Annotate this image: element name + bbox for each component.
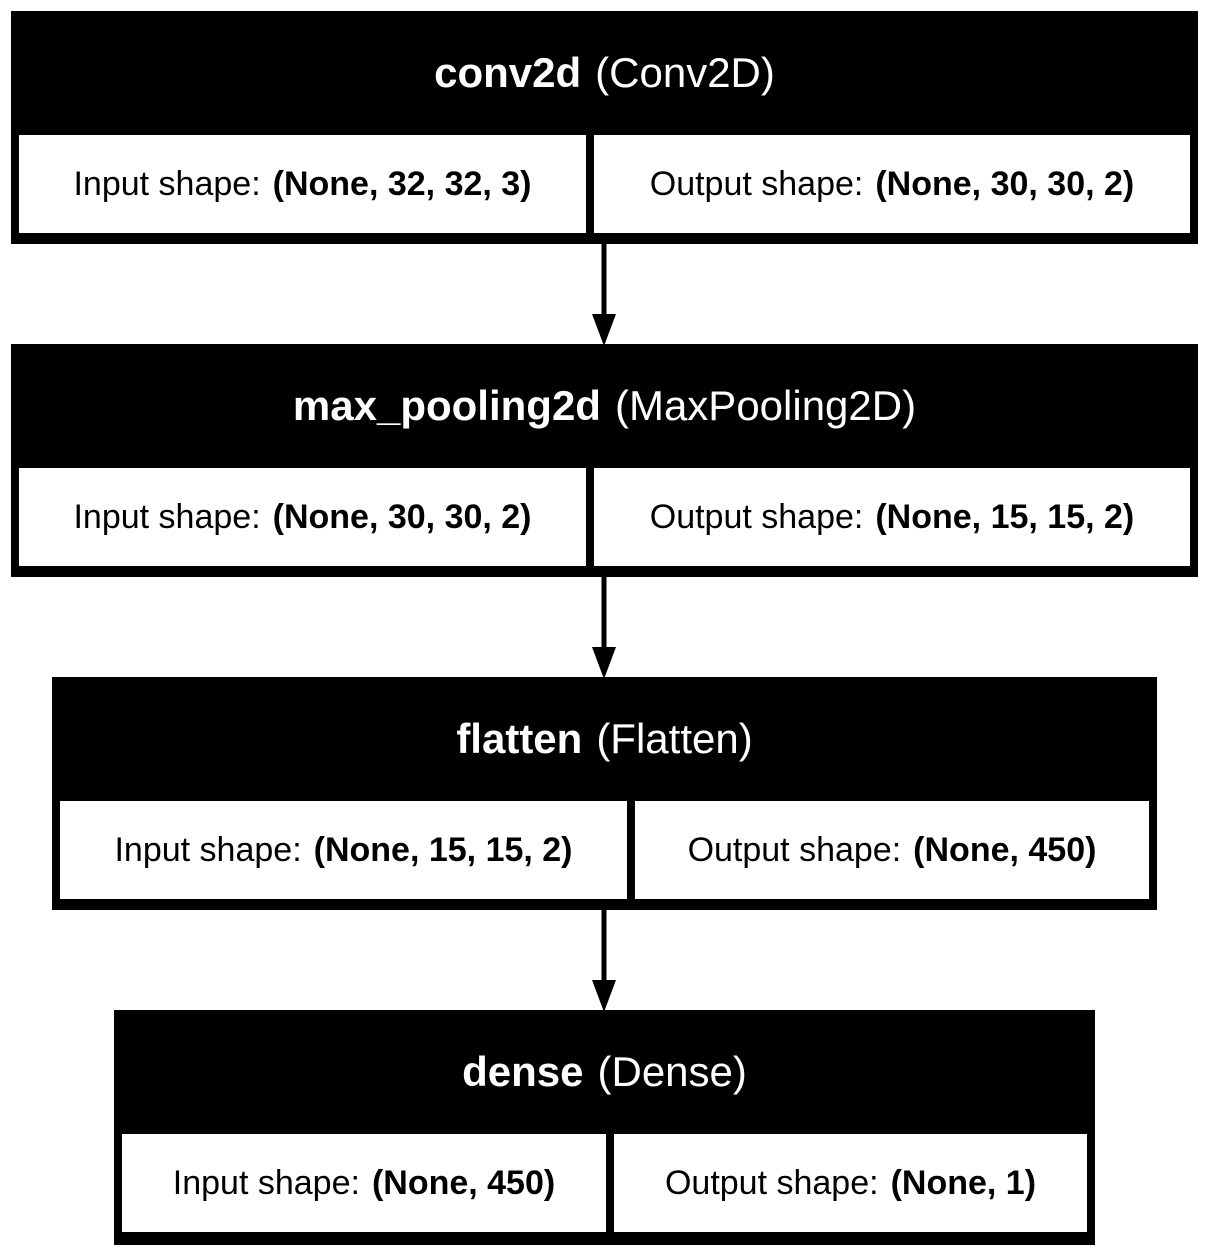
layer-name: dense (462, 1048, 584, 1095)
shape-row: Input shape: (None, 32, 32, 3) Output sh… (19, 135, 1190, 233)
output-shape-label: Output shape: (649, 164, 864, 203)
input-shape-cell: Input shape: (None, 30, 30, 2) (19, 468, 586, 566)
layer-type: (MaxPooling2D) (614, 382, 917, 429)
edge-conv2d-to-max-pooling2d (592, 244, 616, 346)
layer-header: flatten (Flatten) (60, 677, 1149, 801)
layer-type: (Dense) (597, 1048, 747, 1095)
layer-header: conv2d (Conv2D) (19, 11, 1190, 135)
input-shape-value: (None, 32, 32, 3) (272, 164, 532, 203)
input-shape-label: Input shape: (73, 497, 261, 536)
layer-node-conv2d: conv2d (Conv2D) Input shape: (None, 32, … (11, 11, 1198, 244)
output-shape-cell: Output shape: (None, 450) (635, 801, 1149, 899)
output-shape-value: (None, 15, 15, 2) (875, 497, 1135, 536)
input-shape-value: (None, 30, 30, 2) (272, 497, 532, 536)
arrowhead-icon (592, 980, 616, 1012)
input-shape-label: Input shape: (73, 164, 261, 203)
input-shape-value: (None, 15, 15, 2) (313, 830, 573, 869)
output-shape-label: Output shape: (649, 497, 864, 536)
shape-row: Input shape: (None, 30, 30, 2) Output sh… (19, 468, 1190, 566)
input-shape-cell: Input shape: (None, 15, 15, 2) (60, 801, 627, 899)
layer-type: (Conv2D) (595, 49, 775, 96)
layer-node-dense: dense (Dense) Input shape: (None, 450) O… (114, 1010, 1095, 1245)
layer-name: flatten (456, 715, 583, 762)
layer-name: max_pooling2d (292, 382, 601, 429)
output-shape-label: Output shape: (687, 830, 902, 869)
layer-header: max_pooling2d (MaxPooling2D) (19, 344, 1190, 468)
output-shape-cell: Output shape: (None, 1) (614, 1134, 1087, 1232)
input-shape-label: Input shape: (114, 830, 302, 869)
arrowhead-icon (592, 314, 616, 346)
output-shape-cell: Output shape: (None, 15, 15, 2) (594, 468, 1190, 566)
input-shape-label: Input shape: (172, 1163, 360, 1202)
output-shape-value: (None, 1) (890, 1163, 1037, 1202)
layer-node-flatten: flatten (Flatten) Input shape: (None, 15… (52, 677, 1157, 910)
arrowhead-icon (592, 647, 616, 679)
layer-node-max-pooling2d: max_pooling2d (MaxPooling2D) Input shape… (11, 344, 1198, 577)
output-shape-cell: Output shape: (None, 30, 30, 2) (594, 135, 1190, 233)
edge-max-pooling2d-to-flatten (592, 577, 616, 679)
edge-flatten-to-dense (592, 910, 616, 1012)
layer-type: (Flatten) (596, 715, 753, 762)
output-shape-label: Output shape: (664, 1163, 879, 1202)
shape-row: Input shape: (None, 450) Output shape: (… (122, 1134, 1087, 1232)
layer-header: dense (Dense) (122, 1010, 1087, 1134)
layer-name: conv2d (434, 49, 582, 96)
input-shape-cell: Input shape: (None, 32, 32, 3) (19, 135, 586, 233)
output-shape-value: (None, 450) (913, 830, 1097, 869)
output-shape-value: (None, 30, 30, 2) (875, 164, 1135, 203)
input-shape-cell: Input shape: (None, 450) (122, 1134, 606, 1232)
shape-row: Input shape: (None, 15, 15, 2) Output sh… (60, 801, 1149, 899)
input-shape-value: (None, 450) (371, 1163, 556, 1202)
